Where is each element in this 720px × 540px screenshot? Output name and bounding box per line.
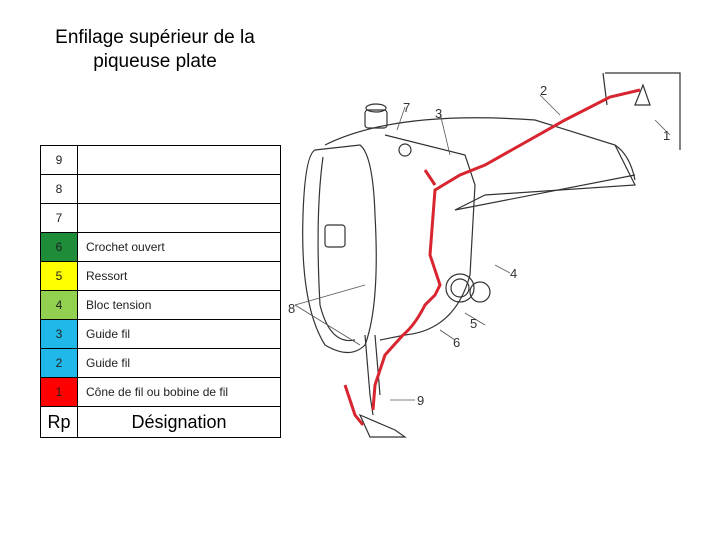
- legend-designation: Guide fil: [77, 319, 281, 349]
- legend-rp: 7: [40, 203, 78, 233]
- legend-designation: Guide fil: [77, 348, 281, 378]
- legend-designation: [77, 203, 281, 233]
- legend-designation: Crochet ouvert: [77, 232, 281, 262]
- legend-rp: 6: [40, 232, 78, 262]
- legend-rp: 1: [40, 377, 78, 407]
- legend-rp: 3: [40, 319, 78, 349]
- legend-designation: Bloc tension: [77, 290, 281, 320]
- threading-diagram: 1 2 3 4 5 6 7 8 9: [288, 72, 681, 438]
- callout-7: 7: [403, 100, 410, 115]
- legend-row: 8: [40, 174, 281, 204]
- legend-rp: 8: [40, 174, 78, 204]
- legend-rp: 2: [40, 348, 78, 378]
- callout-9: 9: [417, 393, 424, 408]
- legend-header-designation: Désignation: [77, 406, 281, 438]
- legend-row: 7: [40, 203, 281, 233]
- legend-rp: 4: [40, 290, 78, 320]
- callout-3: 3: [435, 106, 442, 121]
- legend-designation: Ressort: [77, 261, 281, 291]
- legend-header-rp: Rp: [40, 406, 78, 438]
- page-title: Enfilage supérieur de la piqueuse plate: [55, 27, 255, 72]
- callout-8: 8: [288, 301, 295, 316]
- callout-2: 2: [540, 83, 547, 98]
- callout-6: 6: [453, 335, 460, 350]
- legend-row: 9: [40, 145, 281, 175]
- legend-designation: [77, 174, 281, 204]
- legend-designation: [77, 145, 281, 175]
- callout-5: 5: [470, 316, 477, 331]
- legend-rp: 9: [40, 145, 78, 175]
- callout-4: 4: [510, 266, 517, 281]
- legend-rp: 5: [40, 261, 78, 291]
- callout-1: 1: [663, 128, 670, 143]
- legend-designation: Cône de fil ou bobine de fil: [77, 377, 281, 407]
